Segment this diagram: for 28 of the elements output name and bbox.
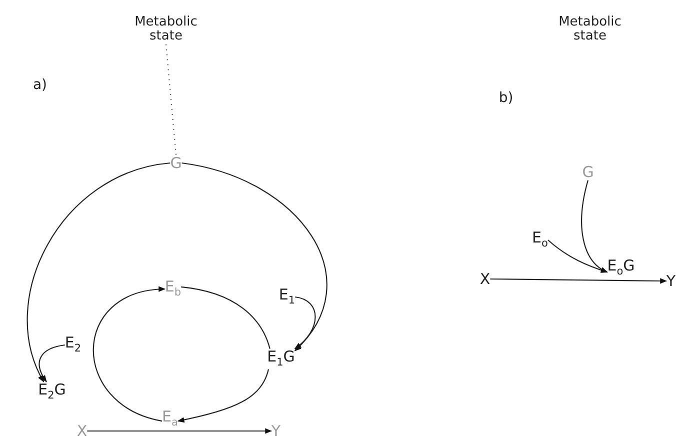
arrow (490, 278, 668, 284)
arrow (548, 240, 608, 273)
dotted-line (165, 44, 177, 155)
node-label: G (582, 164, 594, 180)
panel-label: b) (498, 90, 514, 106)
node-label: E$_{a}$ (162, 408, 178, 430)
node-label: E$_{b}$ (164, 278, 182, 300)
node-label: E$_{o}$ (532, 230, 548, 250)
node-label: Y (271, 422, 281, 439)
node-label: X (76, 422, 88, 439)
arrow (294, 296, 316, 350)
panel-label: a) (32, 77, 48, 93)
arrow (26, 162, 170, 382)
node-label: E$_{2}$ (64, 334, 82, 356)
node-label: X (480, 270, 490, 288)
state-label: Metabolic state (558, 16, 622, 44)
arrow (38, 344, 65, 382)
node-label: E$_{o}$G (607, 258, 635, 278)
node-label: E$_{2}$G (38, 382, 66, 402)
arrow (87, 428, 272, 434)
arrow (92, 286, 166, 422)
arrow (182, 162, 327, 352)
node-label: Y (666, 272, 676, 290)
node-label: G (170, 154, 182, 172)
arrow (177, 369, 270, 423)
node-label: E$_{1}$ (278, 286, 296, 308)
node-label: Metabolic state (130, 16, 202, 44)
node-label: E$_{1}$G (267, 348, 295, 370)
